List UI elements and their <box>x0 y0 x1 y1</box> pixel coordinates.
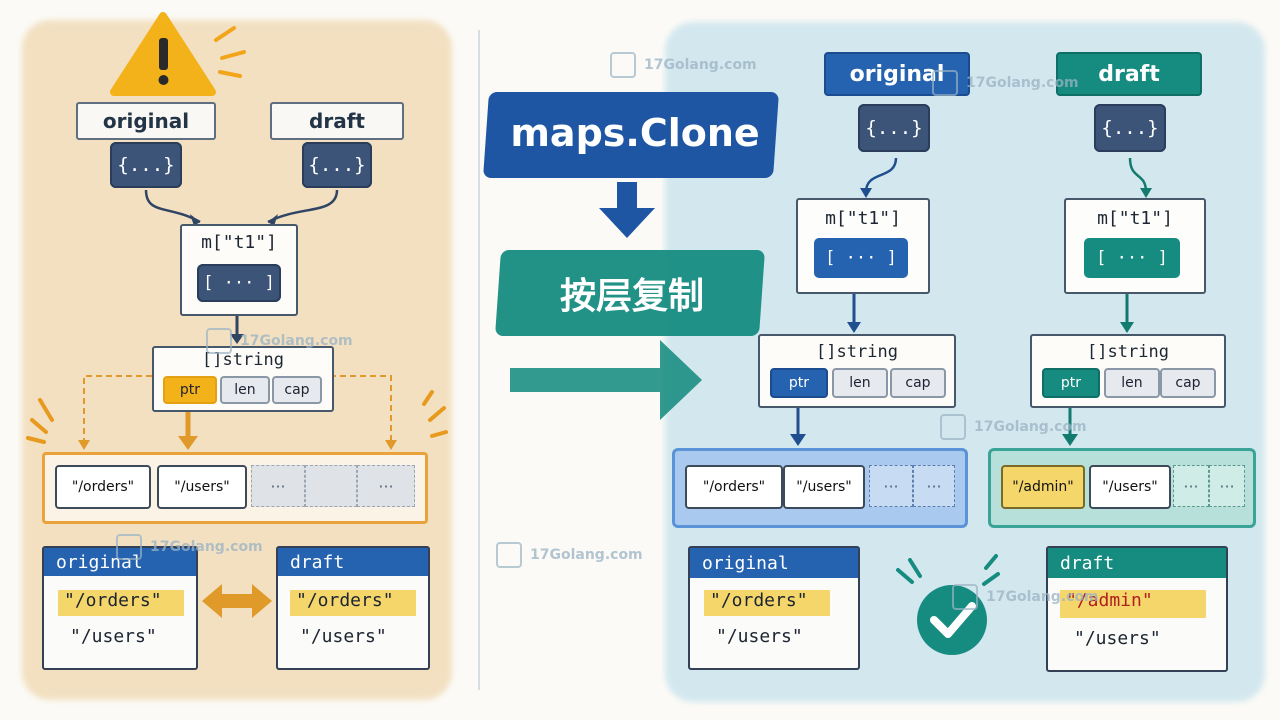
watermark-logo-icon <box>952 584 978 610</box>
panel-divider <box>478 30 480 690</box>
watermark-logo-icon <box>932 70 958 96</box>
right-draft-slice: []string ptr len cap <box>1030 334 1226 408</box>
right-original-slice: []string ptr len cap <box>758 334 956 408</box>
left-slice-header: []string ptr len cap <box>152 346 334 412</box>
map-title: m["t1"] <box>201 232 277 253</box>
list-title: original <box>690 548 858 578</box>
map-title: m["t1"] <box>825 208 901 229</box>
watermark-logo-icon <box>206 328 232 354</box>
left-map-box: m["t1"] [ ··· ] <box>180 224 298 316</box>
watermark-text: 17Golang.com <box>240 333 353 349</box>
right-original-map: m["t1"] [ ··· ] <box>796 198 930 294</box>
list-title: draft <box>278 548 428 576</box>
watermark: 17Golang.com <box>610 52 757 78</box>
right-result-draft: draft "/admin" "/users" <box>1046 546 1228 672</box>
left-string-array: "/orders" "/users" ··· ··· <box>42 452 428 524</box>
cap-cell: cap <box>272 376 322 404</box>
watermark: 17Golang.com <box>496 542 643 568</box>
slice-title: []string <box>816 342 898 362</box>
list-item: "/users" <box>1074 628 1161 649</box>
left-draft-object: {...} <box>302 142 372 188</box>
empty-element: ··· <box>357 465 415 507</box>
watermark-logo-icon <box>116 534 142 560</box>
cap-cell: cap <box>890 368 946 398</box>
list-item: "/users" <box>716 626 803 647</box>
list-item: "/users" <box>300 626 387 647</box>
right-draft-label: draft <box>1056 52 1202 96</box>
left-original-object: {...} <box>110 142 182 188</box>
list-item: "/orders" <box>58 590 184 616</box>
empty-element <box>305 465 357 507</box>
string-element: "/orders" <box>55 465 151 509</box>
watermark: 17Golang.com <box>932 70 1079 96</box>
watermark-text: 17Golang.com <box>530 547 643 563</box>
map-value: [ ··· ] <box>197 264 281 302</box>
len-cell: len <box>832 368 888 398</box>
left-result-draft: draft "/orders" "/users" <box>276 546 430 670</box>
list-item: "/orders" <box>290 590 416 616</box>
string-element: "/users" <box>157 465 247 509</box>
string-element: "/orders" <box>685 465 783 509</box>
right-original-object: {...} <box>858 104 930 152</box>
list-item: "/admin" <box>1060 590 1206 618</box>
right-draft-map: m["t1"] [ ··· ] <box>1064 198 1206 294</box>
right-original-label: original <box>824 52 970 96</box>
empty-element: ··· <box>1173 465 1209 507</box>
len-cell: len <box>1104 368 1160 398</box>
empty-element: ··· <box>869 465 913 507</box>
string-element: "/users" <box>783 465 865 509</box>
watermark-logo-icon <box>496 542 522 568</box>
empty-element: ··· <box>913 465 955 507</box>
cap-cell: cap <box>1160 368 1216 398</box>
watermark: 17Golang.com <box>940 414 1087 440</box>
map-title: m["t1"] <box>1097 208 1173 229</box>
list-title: original <box>44 548 196 576</box>
left-result-original: original "/orders" "/users" <box>42 546 198 670</box>
ptr-cell: ptr <box>163 376 217 404</box>
watermark-text: 17Golang.com <box>986 589 1099 605</box>
watermark-text: 17Golang.com <box>966 75 1079 91</box>
right-draft-strings: "/admin" "/users" ··· ··· <box>988 448 1256 528</box>
right-result-original: original "/orders" "/users" <box>688 546 860 670</box>
clone-title: maps.Clone <box>510 111 760 155</box>
empty-element: ··· <box>251 465 305 507</box>
watermark-text: 17Golang.com <box>974 419 1087 435</box>
empty-element: ··· <box>1209 465 1245 507</box>
right-draft-object: {...} <box>1094 104 1166 152</box>
watermark-logo-icon <box>940 414 966 440</box>
list-item: "/users" <box>70 626 157 647</box>
list-title: draft <box>1048 548 1226 578</box>
len-cell: len <box>220 376 270 404</box>
ptr-cell: ptr <box>770 368 828 398</box>
map-value: [ ··· ] <box>814 238 908 278</box>
watermark: 17Golang.com <box>952 584 1099 610</box>
list-item: "/orders" <box>704 590 830 616</box>
right-original-strings: "/orders" "/users" ··· ··· <box>672 448 968 528</box>
watermark: 17Golang.com <box>206 328 353 354</box>
ptr-cell: ptr <box>1042 368 1100 398</box>
string-element: "/users" <box>1089 465 1171 509</box>
layer-title: 按层复制 <box>559 276 704 317</box>
watermark-text: 17Golang.com <box>150 539 263 555</box>
watermark-text: 17Golang.com <box>644 57 757 73</box>
slice-title: []string <box>1087 342 1169 362</box>
map-value: [ ··· ] <box>1084 238 1180 278</box>
left-draft-label: draft <box>270 102 404 140</box>
watermark-logo-icon <box>610 52 636 78</box>
slice-title: []string <box>202 350 284 370</box>
left-original-label: original <box>76 102 216 140</box>
watermark: 17Golang.com <box>116 534 263 560</box>
string-element: "/admin" <box>1001 465 1085 509</box>
